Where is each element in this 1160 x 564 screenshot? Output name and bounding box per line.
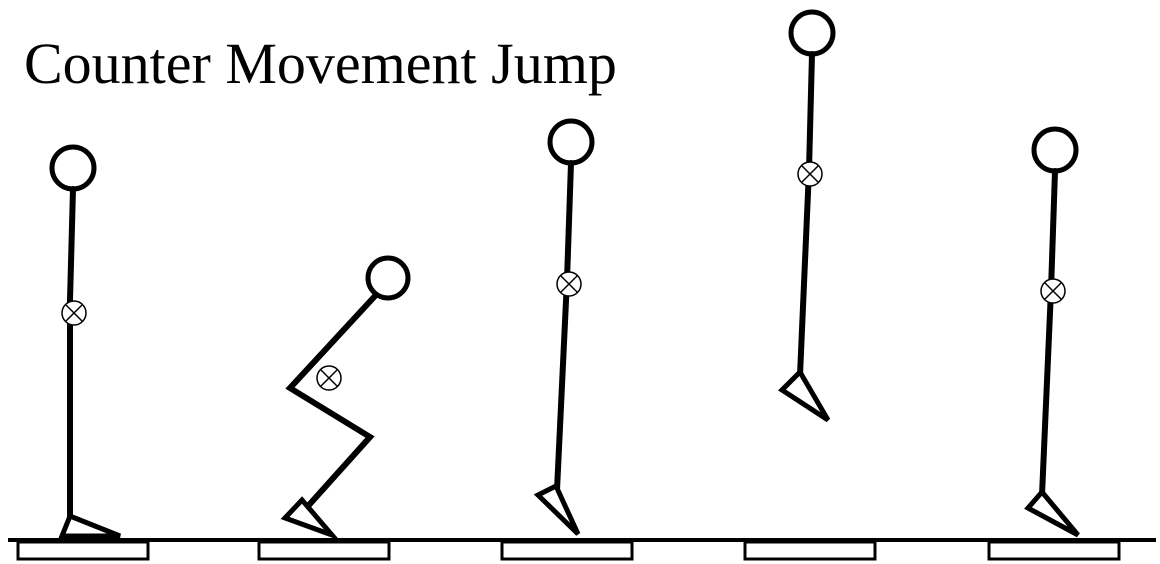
figure-landing bbox=[1024, 126, 1080, 538]
center-of-mass-marker bbox=[556, 271, 582, 297]
center-of-mass-marker bbox=[1040, 278, 1066, 304]
center-of-mass-marker bbox=[316, 365, 342, 391]
figure-head bbox=[365, 255, 411, 301]
figure-standing bbox=[49, 144, 121, 539]
center-of-mass-marker bbox=[61, 300, 87, 326]
figure-body bbox=[554, 160, 574, 493]
diagram-title: Counter Movement Jump bbox=[24, 31, 617, 96]
figure-squat bbox=[280, 255, 411, 541]
force-plate-5 bbox=[987, 540, 1121, 561]
figure-head bbox=[49, 144, 97, 192]
figure-take-off bbox=[533, 118, 595, 536]
figure-foot bbox=[778, 367, 831, 423]
figure-foot bbox=[533, 482, 581, 536]
figure-body bbox=[797, 51, 815, 378]
force-plate-4 bbox=[743, 540, 877, 561]
force-plate-2 bbox=[257, 540, 391, 561]
figure-body bbox=[1039, 168, 1058, 498]
force-plate-1 bbox=[16, 540, 150, 561]
figure-foot bbox=[280, 496, 341, 541]
force-plate-3 bbox=[500, 540, 634, 561]
force-plates bbox=[16, 540, 1121, 561]
center-of-mass-marker bbox=[797, 161, 823, 187]
figure-head bbox=[547, 118, 595, 166]
figure-head bbox=[788, 9, 836, 57]
figure-foot bbox=[1024, 488, 1080, 538]
figure-body bbox=[285, 293, 378, 518]
figure-body bbox=[67, 186, 76, 523]
figure-head bbox=[1031, 126, 1079, 174]
figure-foot bbox=[58, 512, 121, 539]
figure-flight bbox=[778, 9, 836, 423]
